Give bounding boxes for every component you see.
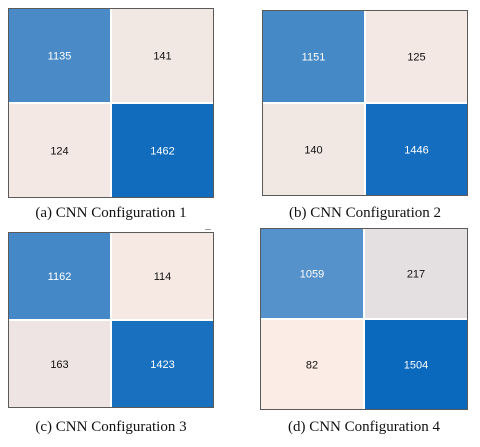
cell-value-d-bottom-left: 82 [306,360,318,372]
cell-value-c-bottom-right: 1423 [150,359,174,371]
caption-panel-c: (c) CNN Configuration 3 [35,419,187,435]
cell-value-a-bottom-left: 124 [50,146,68,158]
cell-value-b-top-left: 1151 [302,52,326,64]
cell-value-d-top-right: 217 [407,269,425,281]
caption-panel-d: (d) CNN Configuration 4 [287,419,441,435]
caption-panel-b: (b) CNN Configuration 2 [288,205,442,221]
cell-b-top-left [262,10,366,104]
matrix-border-b [262,10,468,196]
cell-d-top-left [260,228,365,320]
confusion-matrix-panel-d: 1059 217 82 1504 [260,228,468,410]
confusion-matrix-panel-c: 1162 114 163 1423 [8,232,214,408]
cell-value-d-top-left: 1059 [300,269,324,281]
cell-c-top-right [110,232,214,321]
cell-value-c-bottom-left: 163 [50,359,68,371]
cell-value-d-bottom-right: 1504 [404,360,428,372]
cell-value-b-bottom-left: 140 [304,145,322,157]
cell-a-top-right [110,8,214,104]
cell-a-bottom-right [110,102,214,198]
matrix-border-a [8,8,214,198]
cell-d-top-right [363,228,468,320]
cell-value-c-top-left: 1162 [48,271,72,283]
stray-mark [205,229,211,230]
matrix-border-c [8,232,214,408]
matrix-border-d [260,228,468,410]
confusion-matrix-panel-a: 1135 141 124 1462 [8,8,214,198]
cell-value-b-bottom-right: 1446 [404,145,428,157]
cell-c-bottom-left [8,319,112,408]
cell-d-bottom-right [363,318,468,410]
cell-value-a-bottom-right: 1462 [150,146,174,158]
cell-d-bottom-left [260,318,365,410]
cell-b-bottom-right [364,102,468,196]
cell-value-c-top-right: 114 [154,271,172,283]
cell-value-a-top-left: 1135 [48,51,72,63]
confusion-matrix-panel-b: 1151 125 140 1446 [262,10,468,196]
cell-value-a-top-right: 141 [153,51,171,63]
cell-c-bottom-right [110,319,214,408]
cell-a-bottom-left [8,102,112,198]
caption-panel-a: (a) CNN Configuration 1 [35,205,187,221]
cell-value-b-top-right: 125 [407,52,425,64]
